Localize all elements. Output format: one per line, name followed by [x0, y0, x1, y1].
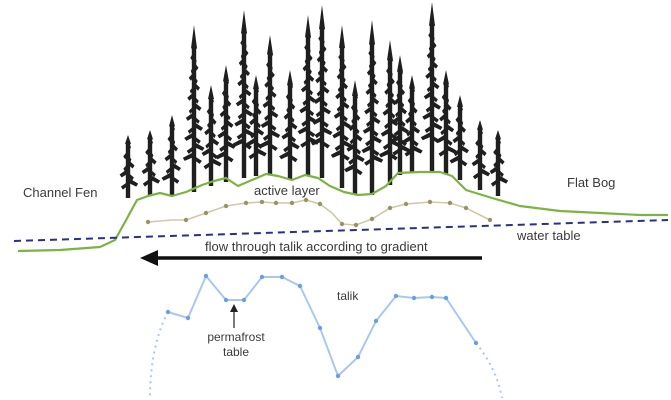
conifer-tree-icon	[232, 10, 255, 178]
data-point	[145, 219, 151, 225]
conifer-tree-icon	[390, 55, 411, 175]
data-point	[473, 340, 479, 346]
conifer-tree-icon	[471, 120, 491, 190]
conifer-tree-icon	[344, 80, 365, 194]
conifer-tree-icon	[420, 2, 443, 173]
data-point	[317, 201, 323, 207]
data-point	[355, 354, 361, 360]
water-table-line	[13, 219, 669, 242]
data-point	[403, 201, 409, 207]
conifer-tree-icon	[119, 135, 139, 198]
data-point	[429, 294, 435, 300]
data-point	[447, 200, 453, 206]
data-point	[241, 297, 247, 303]
conifer-tree-icon	[436, 70, 457, 174]
data-point	[463, 205, 469, 211]
data-point	[297, 283, 303, 289]
data-point	[317, 325, 323, 331]
conifer-tree-icon	[182, 25, 205, 192]
permafrost-table-line	[167, 274, 477, 378]
data-point	[243, 200, 249, 206]
data-point	[289, 200, 295, 206]
data-point	[273, 200, 279, 206]
conifer-tree-icon	[310, 5, 333, 179]
data-point	[393, 293, 399, 299]
data-point	[427, 199, 433, 205]
conifer-tree-icon	[449, 95, 469, 180]
conifer-tree-icon	[361, 20, 384, 195]
data-point	[165, 309, 171, 315]
conifer-tree-icon	[402, 75, 423, 172]
permafrost-table-dotted-left	[149, 311, 169, 399]
data-point	[411, 295, 417, 301]
conifer-tree-icon	[489, 130, 509, 196]
data-point	[369, 216, 375, 222]
data-point	[373, 318, 379, 324]
conifer-tree-icon	[201, 85, 222, 186]
data-point	[387, 205, 393, 211]
permafrost-label-line2: table	[223, 345, 249, 359]
data-point	[335, 373, 341, 379]
data-point	[259, 199, 265, 205]
permafrost-table-points	[165, 273, 479, 379]
channel-fen-label: Channel Fen	[23, 185, 97, 200]
data-point	[223, 297, 229, 303]
arrow-up-icon	[230, 304, 238, 312]
data-point	[259, 274, 265, 280]
water-table-label: water table	[516, 228, 581, 243]
data-point	[339, 221, 345, 227]
data-point	[303, 197, 309, 203]
conifer-tree-icon	[258, 35, 281, 174]
conifer-tree-icon	[279, 70, 300, 180]
data-point	[487, 217, 493, 223]
conifer-tree-icon	[161, 115, 181, 196]
talik-label: talik	[337, 289, 359, 303]
data-point	[183, 217, 189, 223]
conifer-tree-icon	[141, 130, 161, 196]
flow-label: flow through talik according to gradient	[205, 239, 428, 254]
permafrost-label-line1: permafrost	[207, 330, 265, 344]
active-layer-points	[145, 197, 493, 228]
data-point	[353, 222, 359, 228]
data-point	[279, 274, 285, 280]
conifer-tree-icon	[297, 15, 320, 176]
conifer-tree-icon	[378, 40, 401, 185]
conifer-tree-icon	[215, 65, 236, 182]
data-point	[203, 210, 209, 216]
permafrost-table-dotted-right	[475, 342, 503, 399]
arrow-left-icon	[140, 250, 158, 266]
forest-trees	[119, 2, 509, 198]
flat-bog-label: Flat Bog	[567, 175, 615, 190]
conifer-tree-icon	[330, 25, 353, 189]
ground-surface-line	[17, 170, 668, 253]
data-point	[185, 315, 191, 321]
active-layer-label: active layer	[254, 183, 320, 198]
data-point	[203, 273, 209, 279]
data-point	[443, 295, 449, 301]
data-point	[223, 203, 229, 209]
